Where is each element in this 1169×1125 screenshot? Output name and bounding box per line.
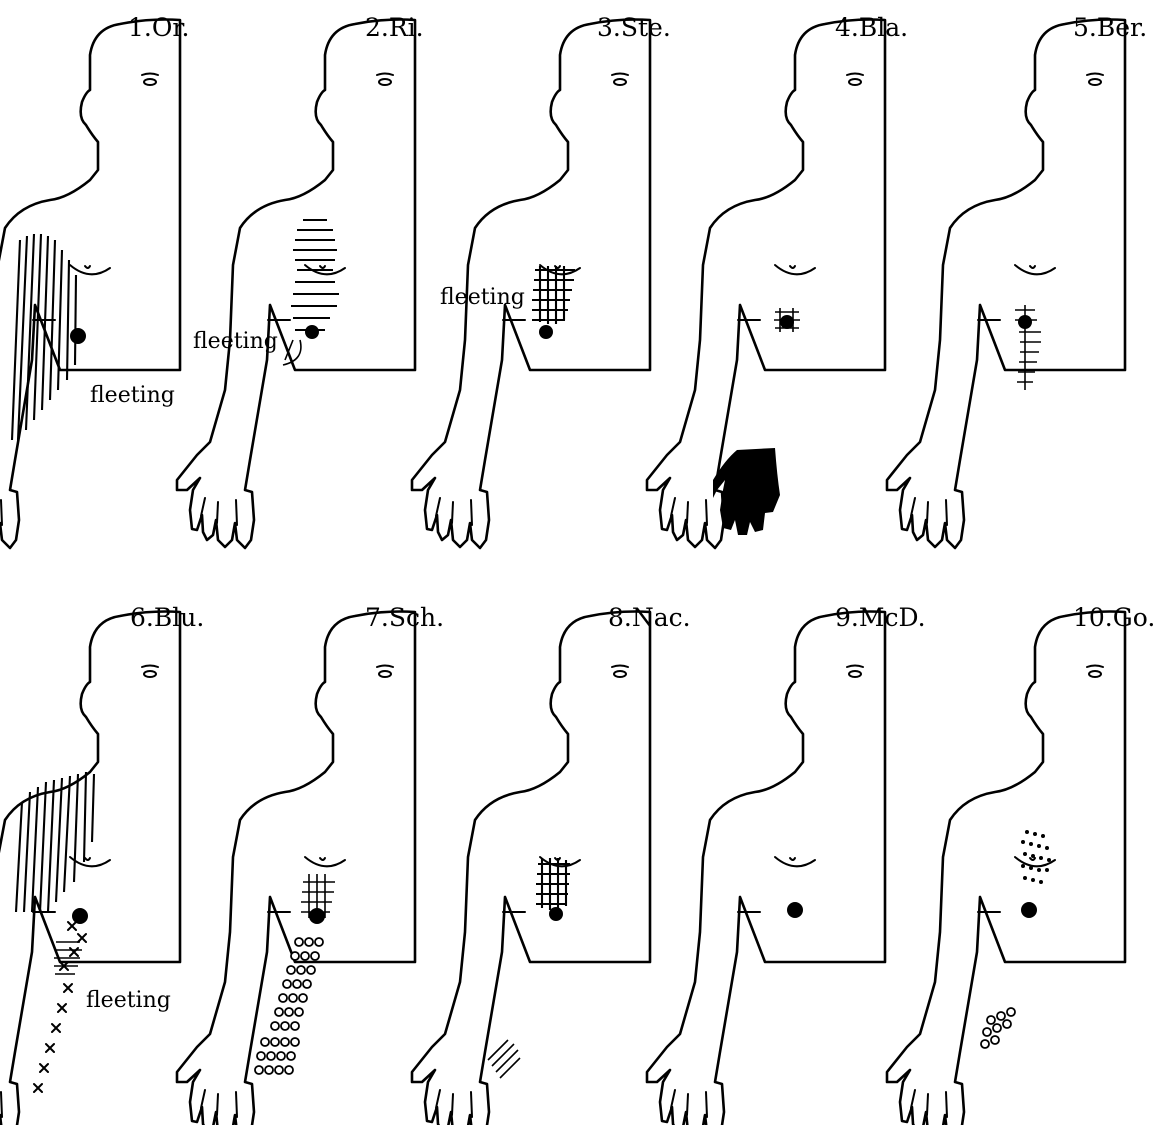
- solid-hand-shading: [713, 448, 780, 535]
- figure-3: 3.Ste. fleeting: [412, 13, 671, 548]
- lesion-dot: [1018, 315, 1032, 329]
- fleeting-annotation: fleeting: [440, 285, 525, 310]
- figure-label: 6.Blu.: [130, 603, 204, 632]
- figure-label: 7.Sch.: [365, 603, 444, 632]
- figure-label: 9.McD.: [835, 603, 926, 632]
- lesion-dot: [305, 325, 319, 339]
- lesion-dot: [70, 328, 86, 344]
- figure-7: 7.Sch.: [177, 603, 444, 1125]
- lesion-dot: [549, 907, 563, 921]
- figure-5: 5.Ber.: [887, 13, 1147, 548]
- lesion-dot: [72, 908, 88, 924]
- figure-label: 10.Go.: [1073, 603, 1155, 632]
- figure-1: 1.Or. fleeting: [0, 13, 190, 548]
- fleeting-annotation: fleeting: [193, 329, 278, 354]
- fleeting-annotation: fleeting: [90, 383, 175, 408]
- fleeting-annotation: fleeting: [86, 988, 171, 1013]
- lesion-dot: [787, 902, 803, 918]
- lesion-dot: [309, 908, 325, 924]
- lesion-dot: [1021, 902, 1037, 918]
- figure-label: 1.Or.: [128, 13, 190, 42]
- figure-label: 5.Ber.: [1073, 13, 1147, 42]
- figure-label: 3.Ste.: [597, 13, 671, 42]
- figure-label: 4.Bla.: [835, 13, 908, 42]
- figure-label: 8.Nac.: [608, 603, 691, 632]
- figure-4: 4.Bla.: [647, 13, 908, 548]
- figure-10: 10.Go.: [887, 603, 1155, 1125]
- figure-2: 2.Ri. fleeting: [177, 13, 424, 548]
- figure-9: 9.McD.: [647, 603, 926, 1125]
- lesion-dot: [780, 315, 794, 329]
- circle-marks: [981, 1008, 1015, 1048]
- figure-label: 2.Ri.: [365, 13, 424, 42]
- lesion-dot: [539, 325, 553, 339]
- figure-6: 6.Blu. fleeting: [0, 603, 204, 1125]
- figure-8: 8.Nac.: [412, 603, 691, 1125]
